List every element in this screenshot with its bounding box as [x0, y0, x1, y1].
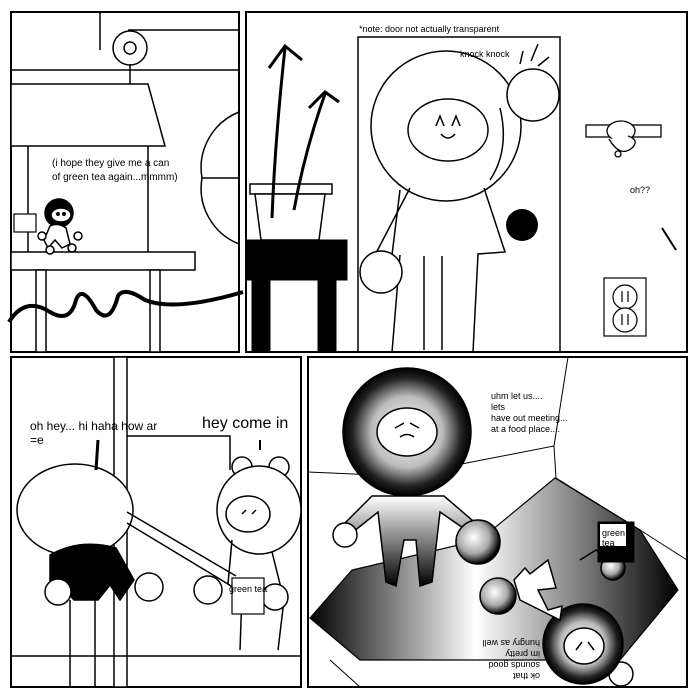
motion-line — [661, 227, 677, 251]
shop-awning — [10, 69, 239, 252]
black-table — [246, 239, 348, 353]
small-character — [37, 198, 83, 255]
counter — [10, 251, 196, 353]
squiggle-line — [7, 289, 244, 324]
handoff-lines — [126, 511, 237, 585]
plant-vase — [249, 183, 333, 241]
wall-line-2 — [553, 445, 688, 561]
reply-line-2: sounds good — [488, 660, 540, 670]
knock-sound-effect: knock knock — [460, 49, 510, 59]
can-label-line-1: green — [602, 528, 625, 538]
reply-line-3: im pretty — [505, 649, 540, 659]
panel-1: (i hope they give me a can of green tea … — [7, 11, 244, 353]
panel-note: *note: door not actually transparent — [359, 24, 500, 34]
green-tea-can — [231, 577, 265, 615]
visitor-character — [359, 50, 560, 353]
panel-4: green tea uhm let us.... lets have out m… — [307, 356, 688, 688]
plant-stems — [267, 43, 340, 219]
upside-down-character — [479, 549, 634, 687]
visitor-back — [16, 439, 164, 687]
speech-line-2: lets — [491, 402, 506, 412]
can-label-line-2: tea — [602, 538, 615, 548]
knock-lines — [519, 43, 550, 67]
wall-line — [307, 356, 569, 477]
reply-line-1: ok that — [512, 671, 540, 681]
reaction-text: oh?? — [630, 185, 650, 195]
reply-line-4: hungry as well — [482, 638, 540, 648]
speech-line-1: uhm let us.... — [491, 391, 543, 401]
wall-line-3 — [329, 659, 361, 688]
speech-host: hey come in — [202, 415, 288, 432]
panel-3: green tea oh hey... hi haha how ar =e he… — [10, 356, 302, 688]
panel-2: *note: door not actually transparent kno… — [245, 11, 688, 353]
door-frame — [357, 36, 561, 353]
speech-line-3: have out meeting... — [491, 413, 568, 423]
speech-visitor-line-1: oh hey... hi haha how ar — [30, 419, 157, 433]
thought-caption-line-1: (i hope they give me a can — [52, 158, 169, 169]
speech-line-4: at a food place.... — [491, 424, 560, 434]
standing-character — [332, 367, 501, 588]
wall-arc — [200, 111, 240, 245]
can-label: green tea — [229, 584, 267, 594]
upside-down-reply: ok that sounds good im pretty hungry as … — [482, 638, 540, 681]
ceiling-pulley — [99, 12, 239, 84]
bear-character — [193, 456, 302, 651]
speech-visitor-line-2: =e — [30, 433, 44, 447]
thought-caption-line-2: of green tea again...mmmm) — [52, 172, 178, 183]
wall-fixture — [585, 120, 662, 158]
door-knob — [506, 209, 538, 241]
can-label-box — [600, 524, 626, 546]
small-box — [13, 213, 37, 233]
wall-outlet — [603, 277, 647, 337]
